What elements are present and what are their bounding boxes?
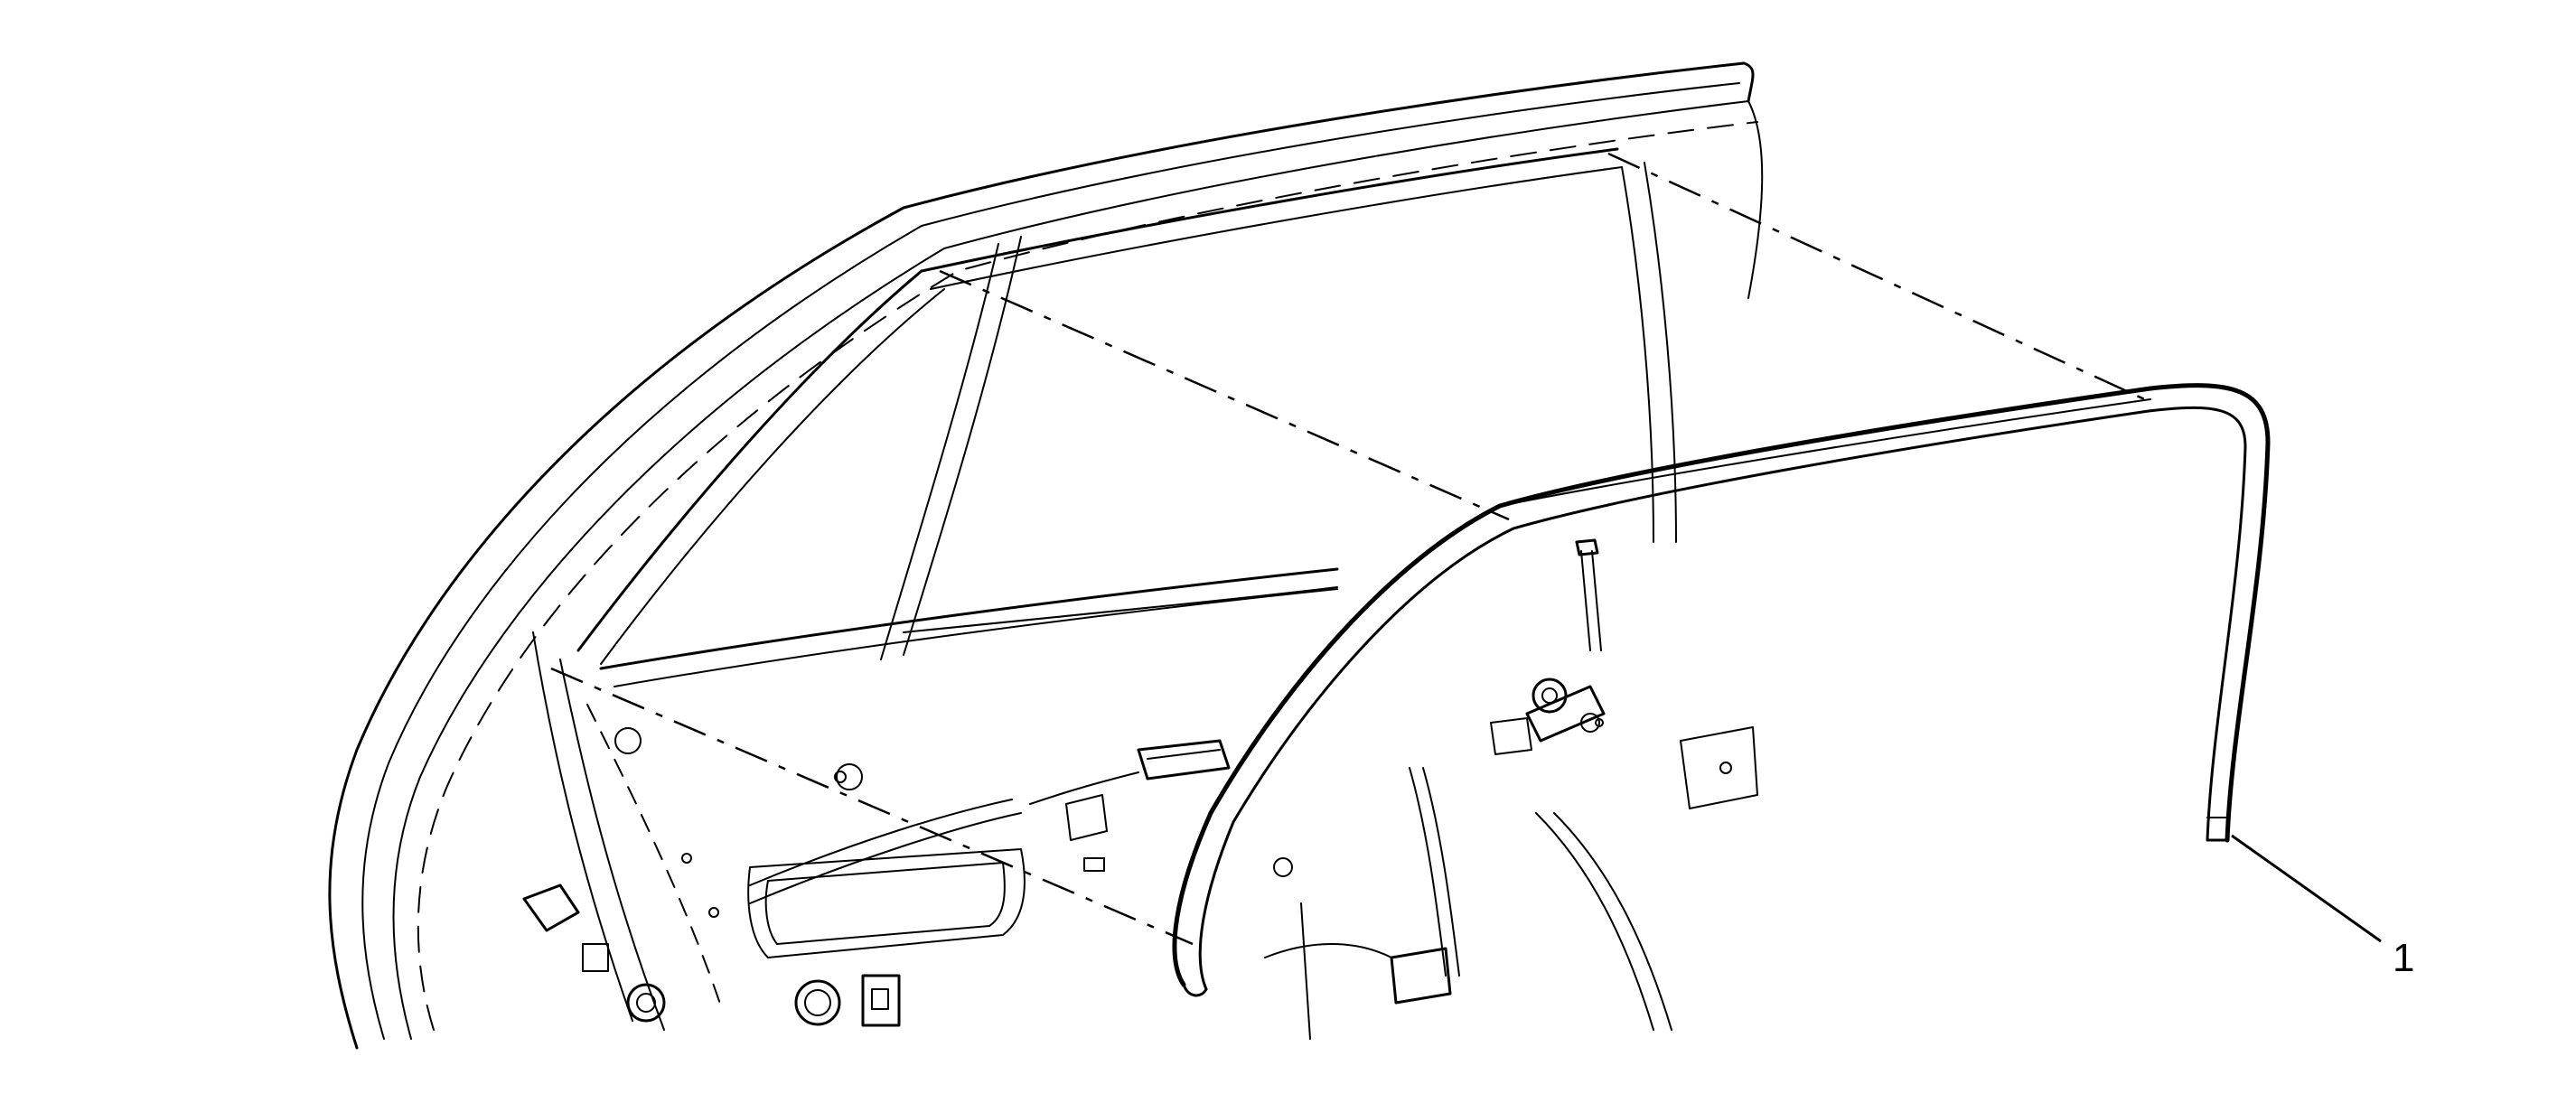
alignment-line-upper <box>939 269 1510 521</box>
callout-1-label: 1 <box>2393 936 2414 980</box>
door-weatherstrip <box>1172 383 2271 997</box>
door-frame-outer <box>328 61 1764 1050</box>
alignment-line-top <box>1607 152 2151 404</box>
callout-1-leader <box>2231 834 2382 943</box>
window-glass <box>576 147 1677 687</box>
door-lock-mechanism <box>1264 538 1758 1040</box>
inner-door-panel <box>522 631 1604 1031</box>
alignment-line-lower <box>550 667 1194 946</box>
callout-1: 1 <box>2231 834 2414 980</box>
alignment-lines <box>550 152 2151 946</box>
